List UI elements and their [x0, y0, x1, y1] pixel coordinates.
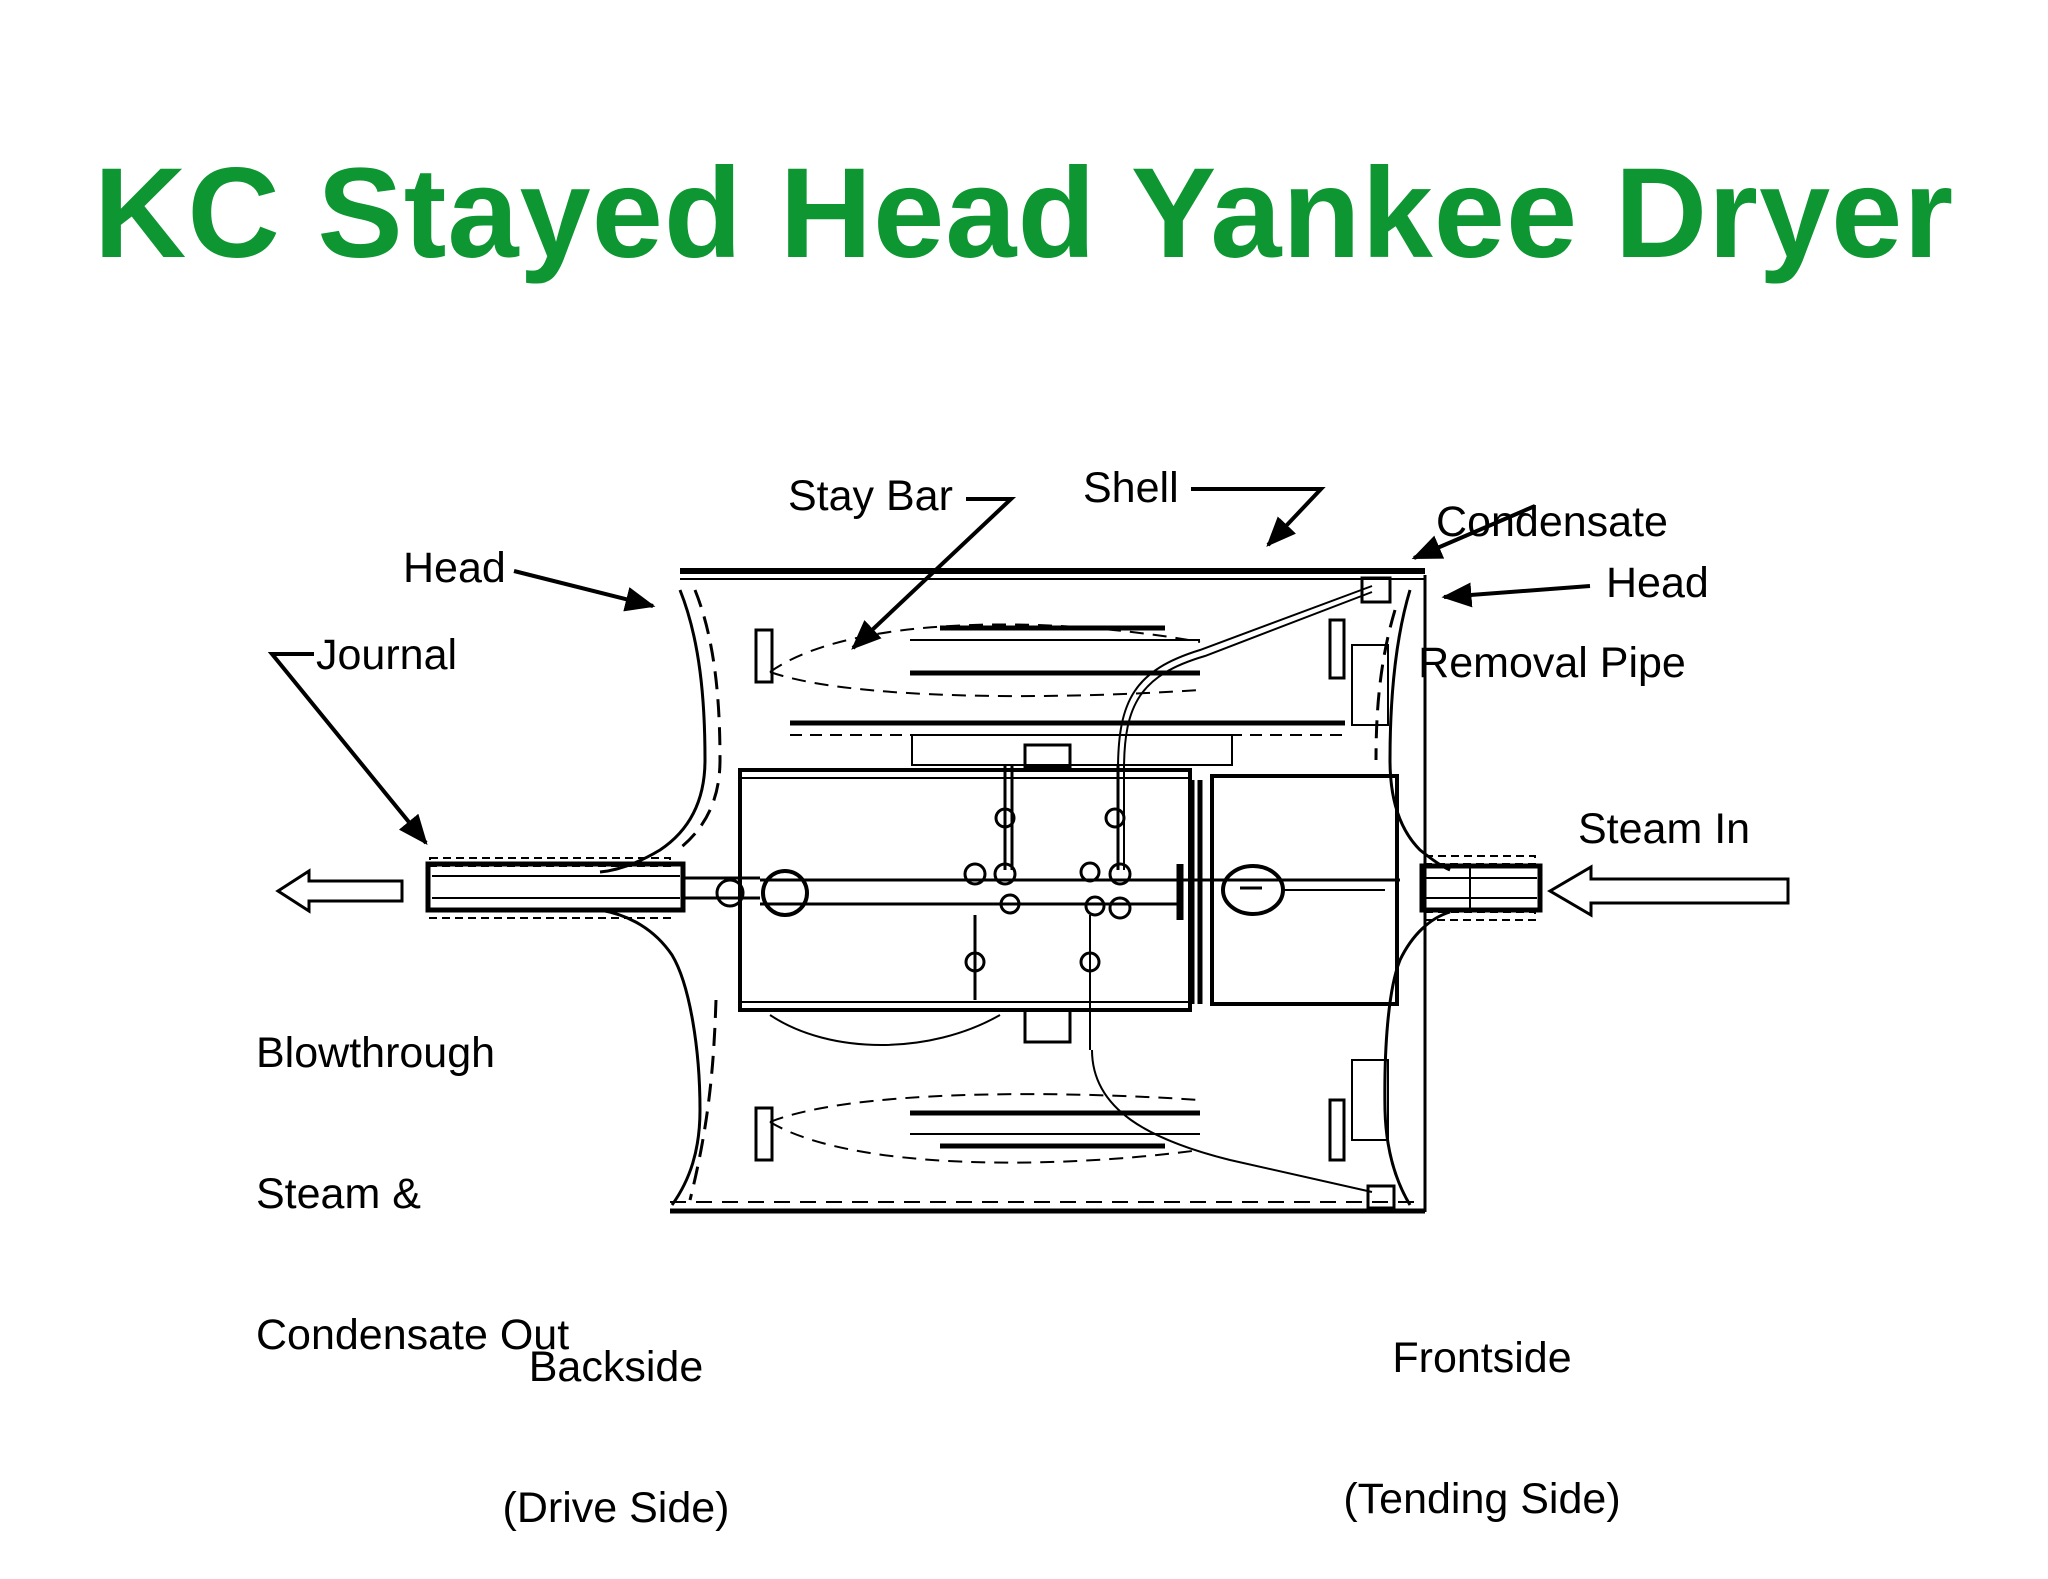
label-condensate-line1: Condensate	[1436, 498, 1668, 546]
steam-inlet-arrow	[1547, 864, 1790, 918]
slide-title: KC Stayed Head Yankee Dryer	[93, 142, 1955, 285]
shell-outline	[670, 568, 1427, 1214]
leader-arrows	[267, 487, 1591, 845]
right-journal	[1419, 855, 1543, 921]
label-backside-line1: Backside	[528, 1343, 704, 1391]
label-head-right: Head	[1606, 559, 1709, 607]
stay-bars	[754, 618, 1346, 1164]
left-journal	[425, 857, 760, 919]
label-condensate-line2: Removal Pipe	[1418, 639, 1686, 687]
journal-leader-arrow	[267, 652, 428, 845]
condensate-pipe-leader-arrow	[1411, 504, 1536, 560]
label-frontside-line2: (Tending Side)	[1343, 1475, 1621, 1523]
stay-bar-leader-arrow	[851, 497, 1017, 650]
label-blowthrough: Blowthrough Steam & Condensate Out	[256, 936, 569, 1406]
label-stay-bar: Stay Bar	[788, 472, 953, 520]
label-frontside-line1: Frontside	[1392, 1334, 1572, 1382]
label-backside-line2: (Drive Side)	[502, 1484, 730, 1532]
label-frontside: Frontside (Tending Side)	[1302, 1241, 1662, 1570]
head-right-leader-arrow	[1441, 582, 1591, 608]
label-journal: Journal	[316, 631, 458, 679]
label-blowthrough-line2: Steam &	[256, 1170, 421, 1218]
blowthrough-outlet-arrow	[275, 868, 404, 914]
label-blowthrough-line3: Condensate Out	[256, 1311, 570, 1359]
label-head-left: Head	[403, 544, 506, 592]
head-left-leader-arrow	[513, 569, 656, 612]
label-steam-in: Steam In	[1578, 805, 1751, 853]
label-blowthrough-line1: Blowthrough	[256, 1029, 496, 1077]
label-condensate-removal-pipe: Condensate Removal Pipe	[1402, 405, 1702, 734]
central-body	[738, 720, 1399, 1046]
shell-leader-arrow	[1191, 487, 1326, 547]
label-backside: Backside (Drive Side)	[466, 1250, 766, 1579]
yankee-dryer-diagram	[267, 487, 1790, 1214]
shaft-and-fittings	[715, 576, 1400, 1210]
label-shell: Shell	[1083, 464, 1179, 512]
